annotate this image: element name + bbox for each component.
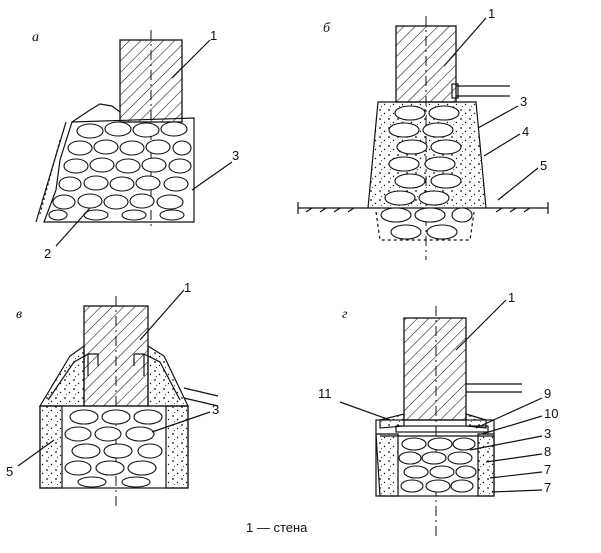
callout-g-1: 1 bbox=[508, 290, 515, 305]
callout-g-11: 11 bbox=[318, 386, 332, 401]
rubble-core-g bbox=[398, 437, 477, 493]
callout-g-7b: 7 bbox=[544, 480, 551, 495]
wall-g bbox=[403, 317, 467, 421]
panel-v: в 1 3 bbox=[6, 280, 219, 508]
rubble-core-v bbox=[64, 409, 163, 488]
callout-v-1: 1 bbox=[184, 280, 191, 295]
callout-g-9: 9 bbox=[544, 386, 551, 401]
concrete-wall-right-v bbox=[165, 405, 189, 489]
rubble-core-b bbox=[375, 105, 475, 241]
concrete-wall-right-g bbox=[477, 433, 495, 497]
panel-a: а bbox=[32, 28, 239, 261]
callout-b-4: 4 bbox=[522, 124, 529, 139]
concrete-wall-left-g bbox=[375, 433, 399, 497]
panel-g: г 1 11 9 bbox=[318, 290, 558, 540]
callout-g-10: 10 bbox=[544, 406, 558, 421]
callout-a-2: 2 bbox=[44, 246, 51, 261]
panel-a-label: а bbox=[32, 30, 39, 45]
callout-b-3: 3 bbox=[520, 94, 527, 109]
panel-b: б bbox=[297, 6, 549, 260]
figure-caption: 1 — стена bbox=[246, 520, 308, 535]
callout-g-3: 3 bbox=[544, 426, 551, 441]
callout-a-1: 1 bbox=[210, 28, 217, 43]
rubble-foundation-a bbox=[43, 117, 195, 223]
callout-b-1: 1 bbox=[488, 6, 495, 21]
callout-v-5: 5 bbox=[6, 464, 13, 479]
callout-g-7a: 7 bbox=[544, 462, 551, 477]
callout-b-5: 5 bbox=[540, 158, 547, 173]
panel-g-label: г bbox=[342, 307, 348, 322]
callout-g-8: 8 bbox=[544, 444, 551, 459]
callout-v-3: 3 bbox=[212, 402, 219, 417]
callout-a-3: 3 bbox=[232, 148, 239, 163]
panel-v-label: в bbox=[16, 307, 22, 322]
panel-b-label: б bbox=[323, 21, 331, 36]
concrete-cap-left-v bbox=[38, 344, 85, 407]
